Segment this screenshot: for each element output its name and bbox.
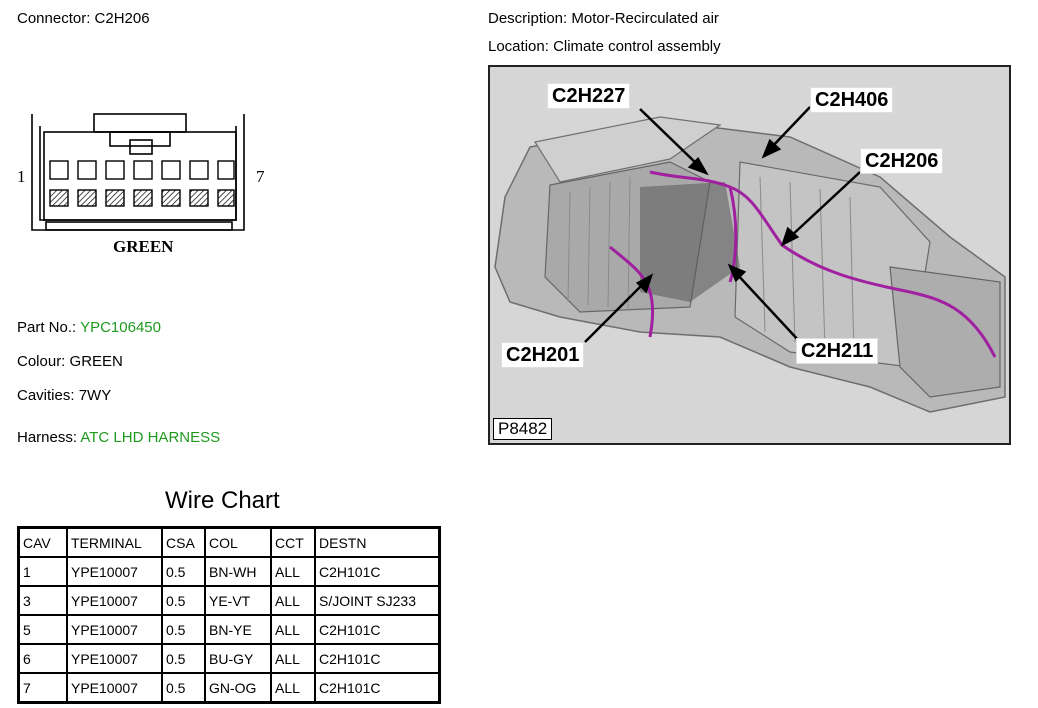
- cell-col: BU-GY: [204, 643, 272, 674]
- cell-destn: S/JOINT SJ233: [314, 585, 441, 616]
- table-row: 5 YPE10007 0.5 BN-YE ALL C2H101C: [17, 614, 441, 645]
- diagram-color-caption: GREEN: [113, 237, 174, 256]
- connector-label: Connector:: [17, 10, 91, 27]
- colour-value: GREEN: [69, 353, 123, 370]
- colour-label: Colour:: [17, 353, 66, 370]
- part-no-line: Part No.: YPC106450: [17, 319, 161, 336]
- wire-chart-title: Wire Chart: [165, 487, 280, 514]
- cell-terminal: YPE10007: [66, 556, 163, 587]
- header-terminal: TERMINAL: [66, 526, 163, 558]
- colour-line: Colour: GREEN: [17, 353, 123, 370]
- connector-latch: [93, 113, 187, 133]
- wire-chart-header-row: CAV TERMINAL CSA COL CCT DESTN: [17, 526, 441, 558]
- location-label: Location:: [488, 38, 549, 55]
- connector-diagram: [31, 113, 245, 231]
- table-row: 3 YPE10007 0.5 YE-VT ALL S/JOINT SJ233: [17, 585, 441, 616]
- cell-cav: 7: [17, 672, 68, 704]
- harness-value: ATC LHD HARNESS: [80, 429, 221, 446]
- cell-terminal: YPE10007: [66, 585, 163, 616]
- header-cav: CAV: [17, 526, 68, 558]
- cell-destn: C2H101C: [314, 556, 441, 587]
- cell-cct: ALL: [270, 614, 316, 645]
- cell-csa: 0.5: [161, 643, 206, 674]
- table-row: 6 YPE10007 0.5 BU-GY ALL C2H101C: [17, 643, 441, 674]
- cell-destn: C2H101C: [314, 643, 441, 674]
- location-value: Climate control assembly: [553, 38, 721, 55]
- cell-terminal: YPE10007: [66, 614, 163, 645]
- callout-c2h406: C2H406: [810, 87, 894, 113]
- callout-c2h211: C2H211: [796, 338, 879, 364]
- cavities-value: 7WY: [78, 387, 112, 404]
- pin-7-label: 7: [256, 167, 265, 186]
- cavity-row-upper: [49, 160, 235, 180]
- callout-c2h201: C2H201: [501, 342, 585, 368]
- cell-cct: ALL: [270, 672, 316, 704]
- cavities-line: Cavities: 7WY: [17, 387, 111, 404]
- header-destn: DESTN: [314, 526, 441, 558]
- cell-destn: C2H101C: [314, 614, 441, 645]
- cell-cct: ALL: [270, 585, 316, 616]
- callout-c2h206: C2H206: [860, 148, 944, 174]
- climate-assembly-illustration: [490, 67, 1009, 443]
- cavity-row-lower: [49, 189, 235, 207]
- header-cct: CCT: [270, 526, 316, 558]
- callout-c2h227: C2H227: [547, 83, 631, 109]
- cell-csa: 0.5: [161, 672, 206, 704]
- part-no-value: YPC106450: [80, 319, 161, 336]
- location-photo: C2H227 C2H406 C2H206 C2H201 C2H211 P8482: [488, 65, 1011, 445]
- pin-1-label: 1: [17, 167, 26, 186]
- cell-cav: 3: [17, 585, 68, 616]
- cell-cct: ALL: [270, 556, 316, 587]
- cavities-label: Cavities:: [17, 387, 75, 404]
- table-row: 7 YPE10007 0.5 GN-OG ALL C2H101C: [17, 672, 441, 704]
- cell-terminal: YPE10007: [66, 643, 163, 674]
- wire-chart-table: CAV TERMINAL CSA COL CCT DESTN 1 YPE1000…: [17, 526, 441, 704]
- cell-csa: 0.5: [161, 614, 206, 645]
- part-no-label: Part No.:: [17, 319, 77, 336]
- table-row: 1 YPE10007 0.5 BN-WH ALL C2H101C: [17, 556, 441, 587]
- header-csa: CSA: [161, 526, 206, 558]
- cell-col: BN-WH: [204, 556, 272, 587]
- description-label: Description:: [488, 10, 568, 27]
- cell-terminal: YPE10007: [66, 672, 163, 704]
- figure-id: P8482: [493, 418, 553, 440]
- cell-cct: ALL: [270, 643, 316, 674]
- harness-line: Harness: ATC LHD HARNESS: [17, 429, 220, 446]
- description-line: Description: Motor-Recirculated air: [488, 10, 719, 27]
- connector-value: C2H206: [94, 10, 150, 27]
- connector-latch-inner: [109, 131, 171, 147]
- connector-line: Connector: C2H206: [17, 10, 150, 27]
- cell-cav: 1: [17, 556, 68, 587]
- cell-destn: C2H101C: [314, 672, 441, 704]
- cell-col: BN-YE: [204, 614, 272, 645]
- cell-col: YE-VT: [204, 585, 272, 616]
- cell-csa: 0.5: [161, 585, 206, 616]
- location-line: Location: Climate control assembly: [488, 38, 721, 55]
- harness-label: Harness:: [17, 429, 78, 446]
- cell-csa: 0.5: [161, 556, 206, 587]
- cell-col: GN-OG: [204, 672, 272, 704]
- cell-cav: 6: [17, 643, 68, 674]
- description-value: Motor-Recirculated air: [571, 10, 719, 27]
- header-col: COL: [204, 526, 272, 558]
- cell-cav: 5: [17, 614, 68, 645]
